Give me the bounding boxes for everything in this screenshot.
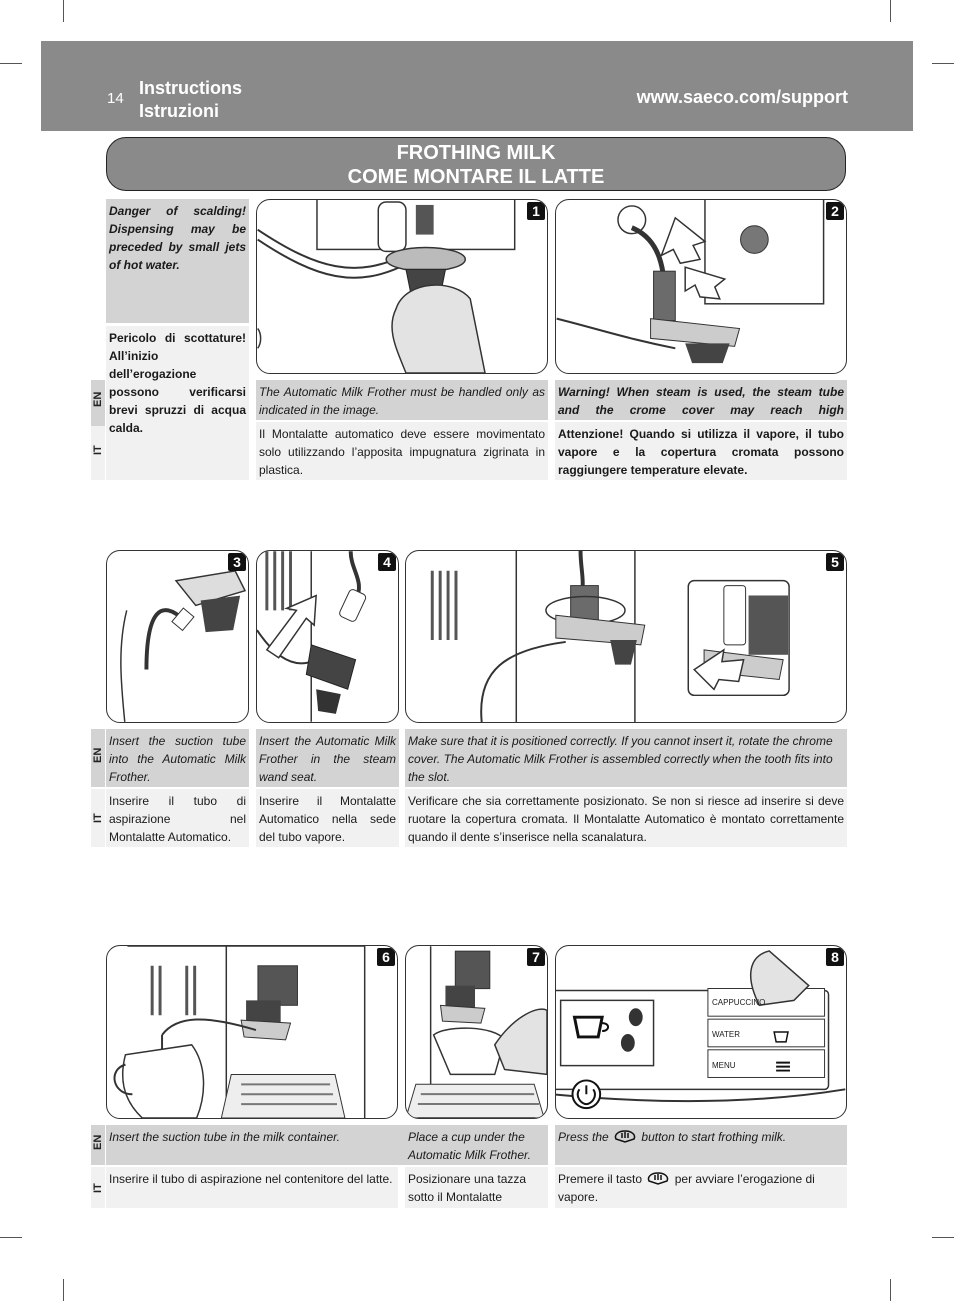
steam-tube-warning-illustration — [556, 200, 825, 364]
cappuccino-button-icon — [614, 1130, 636, 1143]
lang-bg-it — [91, 1167, 105, 1208]
step-number-5: 5 — [826, 553, 844, 571]
header-title-it: Istruzioni — [139, 101, 219, 121]
lang-bg-en — [91, 380, 105, 426]
step-7-text-it: Posizionare una tazza sotto il Montalatt… — [405, 1167, 548, 1208]
crop-mark — [0, 1237, 22, 1238]
step-2-illustration: 2 — [555, 199, 847, 374]
step-3-illustration: 3 — [106, 550, 249, 723]
menu-button-label: MENU — [712, 1061, 736, 1070]
step-2-text-it: Attenzione! Quando si utilizza il vapore… — [555, 422, 847, 480]
milk-container-illustration — [113, 946, 366, 1118]
step-6-illustration: 6 — [106, 945, 398, 1119]
lang-label-it: IT — [92, 1183, 104, 1193]
step-8-text-it-after: per avviare l’erogazione di vapore. — [558, 1172, 815, 1204]
step-3-text-en: Insert the suction tube into the Automat… — [106, 729, 249, 787]
lang-bg-en — [91, 729, 105, 787]
step-4-illustration: 4 — [256, 550, 399, 723]
step-8-text-it-before: Premere il tasto — [558, 1172, 643, 1186]
step-4-text-it: Inserire il Montalatte Automatico nella … — [256, 789, 399, 847]
step-number-1: 1 — [527, 202, 545, 220]
step-number-8: 8 — [826, 948, 844, 966]
crop-mark — [932, 63, 954, 64]
step-8-text-en: Press the button to start frothing milk. — [555, 1125, 847, 1165]
header-title-en: Instructions — [139, 78, 243, 98]
step-8-illustration: CAPPUCCINO WATER MENU 8 — [555, 945, 847, 1119]
step-5-illustration: 5 — [405, 550, 847, 723]
cappuccino-button-icon — [648, 1172, 669, 1185]
lang-bg-it — [91, 789, 105, 847]
frother-hand-illustration — [257, 200, 516, 373]
step-number-6: 6 — [377, 948, 395, 966]
crop-mark — [0, 63, 22, 64]
lang-label-en: EN — [92, 1134, 104, 1150]
step-1-text-en: The Automatic Milk Frother must be handl… — [256, 380, 548, 420]
step-4-text-en: Insert the Automatic Milk Frother in the… — [256, 729, 399, 787]
step-8-text-en-before: Press the — [558, 1130, 609, 1144]
crop-mark — [63, 0, 64, 22]
step-7-illustration: 7 — [405, 945, 548, 1119]
step-7-text-en: Place a cup under the Automatic Milk Fro… — [405, 1125, 548, 1165]
crop-mark — [63, 1279, 64, 1301]
warning-en: Danger of scalding! Dispensing may be pr… — [106, 199, 249, 323]
suction-tube-illustration — [120, 570, 247, 722]
header-title: Instructions Istruzioni — [139, 77, 242, 123]
banner-title-en: FROTHING MILK — [396, 142, 556, 164]
page-header: 14 Instructions Istruzioni www.saeco.com… — [41, 41, 913, 131]
crop-mark — [932, 1237, 954, 1238]
lang-label-it: IT — [92, 445, 104, 455]
step-1-text-it: Il Montalatte automatico deve essere mov… — [256, 422, 548, 480]
support-url: www.saeco.com/support — [636, 87, 848, 107]
crop-mark — [890, 0, 891, 22]
insert-frother-illustration — [257, 551, 367, 722]
step-number-3: 3 — [228, 553, 246, 571]
lang-label-it: IT — [92, 813, 104, 823]
step-number-7: 7 — [527, 948, 545, 966]
page-number: 14 — [107, 90, 124, 107]
step-5-text-it: Verificare che sia correttamente posizio… — [405, 789, 847, 847]
crop-mark — [890, 1279, 891, 1301]
cappuccino-button-label: CAPPUCCINO — [712, 998, 766, 1007]
lang-label-en: EN — [92, 747, 104, 763]
cup-placement-illustration — [406, 946, 547, 1118]
step-6-text-it: Inserire il tubo di aspirazione nel cont… — [106, 1167, 398, 1208]
step-8-text-en-after: button to start frothing milk. — [641, 1130, 787, 1144]
lang-bg-en — [91, 1125, 105, 1165]
water-button-label: WATER — [712, 1030, 740, 1039]
step-8-text-it: Premere il tasto per avviare l’erogazion… — [555, 1167, 847, 1208]
step-number-2: 2 — [826, 202, 844, 220]
step-1-illustration: 1 — [256, 199, 548, 374]
step-3-text-it: Inserire il tubo di aspirazione nel Mont… — [106, 789, 249, 847]
step-5-text-en: Make sure that it is positioned correctl… — [405, 729, 847, 787]
lang-bg-it — [91, 426, 105, 480]
step-2-text-en: Warning! When steam is used, the steam t… — [555, 380, 847, 420]
lang-label-en: EN — [92, 391, 104, 407]
banner-title-it: COME MONTARE IL LATTE — [347, 166, 605, 188]
rotate-chrome-cover-illustration — [430, 551, 790, 722]
warning-it: Pericolo di scottature! All’inizio dell’… — [106, 326, 249, 480]
control-panel-illustration — [556, 950, 846, 1110]
step-number-4: 4 — [378, 553, 396, 571]
section-banner: FROTHING MILK COME MONTARE IL LATTE — [106, 137, 846, 191]
